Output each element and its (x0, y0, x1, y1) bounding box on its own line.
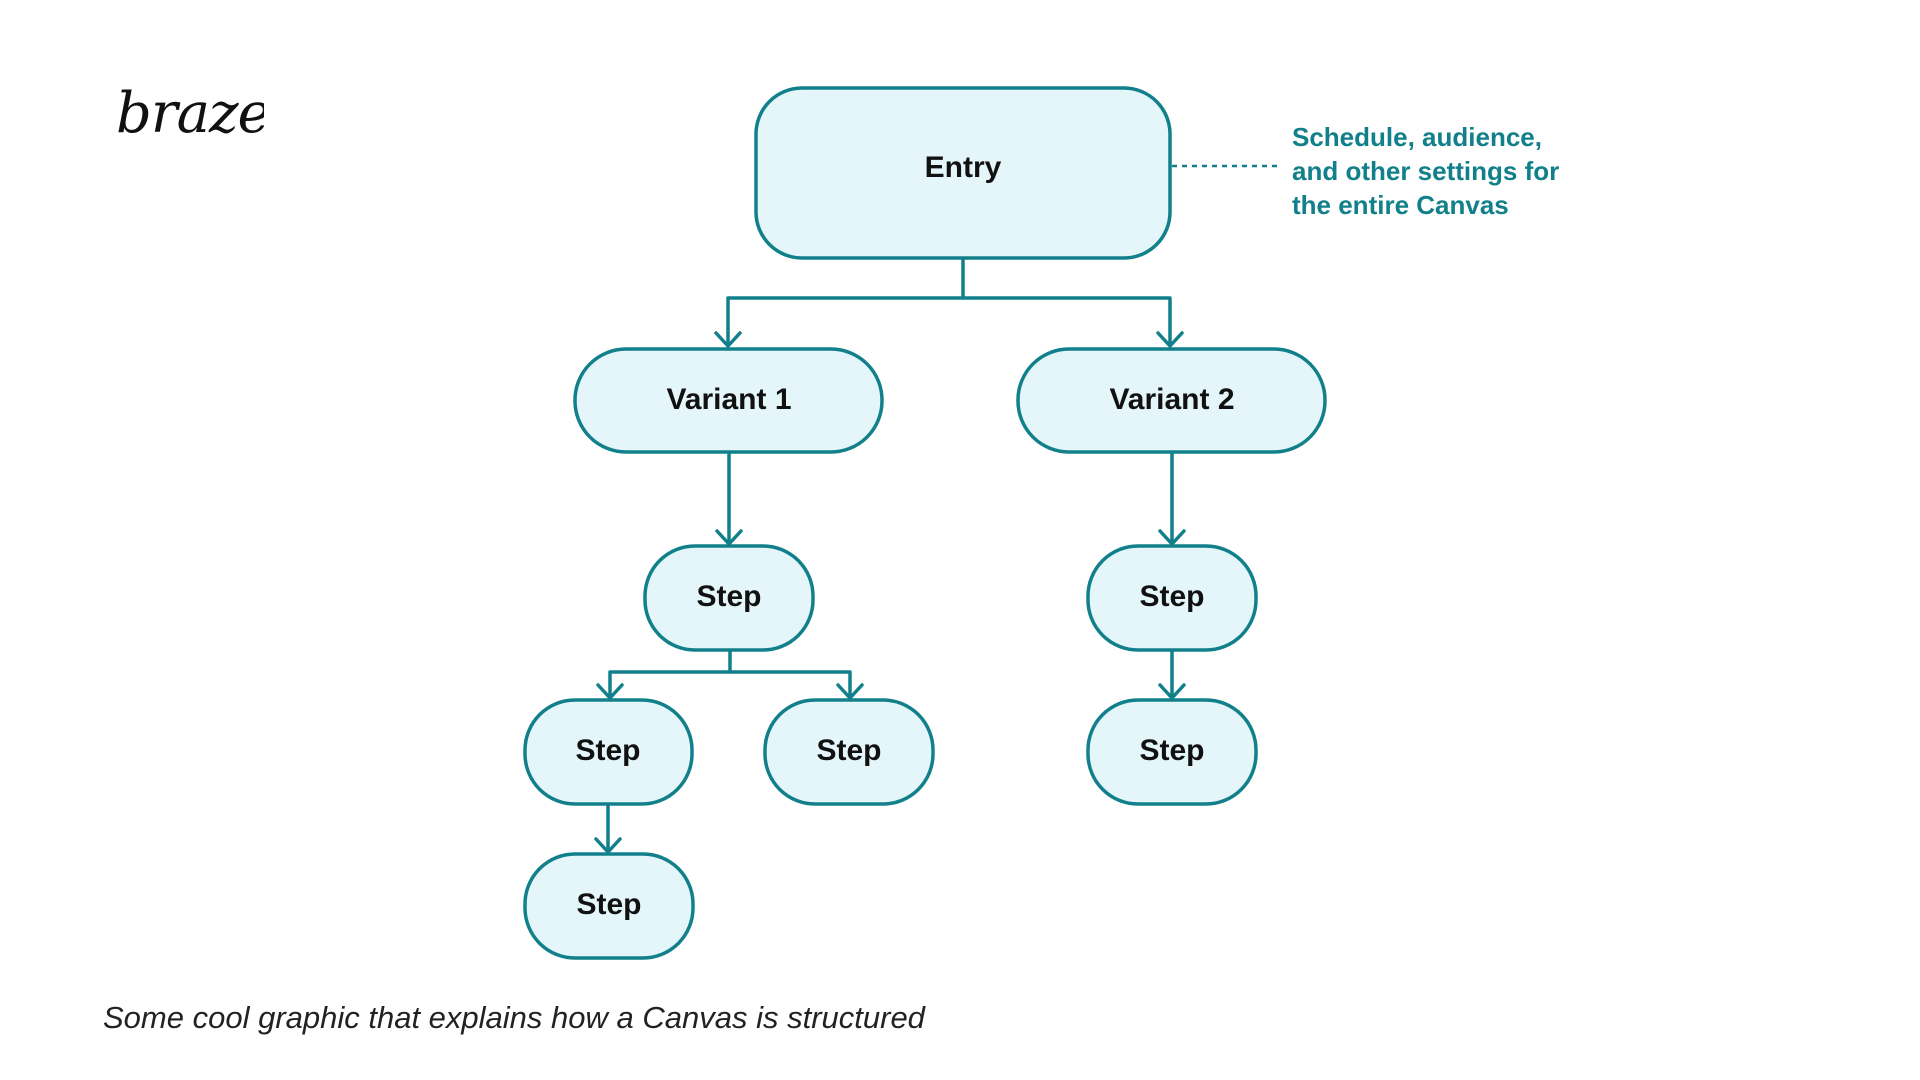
node-step-d-label: Step (576, 888, 641, 921)
braze-logo-text: braze (116, 81, 264, 146)
annotation-line-3: the entire Canvas (1292, 190, 1509, 220)
node-step-b-label: Step (575, 734, 640, 767)
node-step-f-label: Step (1139, 734, 1204, 767)
arrow-to-step-e (1158, 529, 1186, 546)
node-step-d: Step (523, 852, 695, 960)
node-entry: Entry (754, 86, 1172, 260)
node-entry-label: Entry (925, 151, 1002, 184)
node-variant-2-label: Variant 2 (1109, 383, 1234, 416)
braze-logo: braze (116, 81, 264, 146)
node-step-e-label: Step (1139, 580, 1204, 613)
caption: Some cool graphic that explains how a Ca… (103, 1000, 925, 1035)
arrow-to-step-c (836, 683, 864, 700)
node-variant-2: Variant 2 (1016, 347, 1327, 454)
arrow-to-step-d (594, 837, 622, 854)
arrow-to-step-f (1158, 683, 1186, 700)
arrow-to-variant-2 (1156, 331, 1184, 348)
connector-entry-branch (726, 296, 1172, 347)
node-step-c-label: Step (816, 734, 881, 767)
annotation-line-1: Schedule, audience, (1292, 122, 1542, 152)
node-step-a-label: Step (696, 580, 761, 613)
node-step-f: Step (1086, 698, 1258, 806)
node-step-a: Step (643, 544, 815, 652)
node-step-e: Step (1086, 544, 1258, 652)
arrow-to-step-a (715, 529, 743, 546)
arrow-to-variant-1 (714, 331, 742, 348)
connector-step-a-branch (608, 670, 852, 699)
connectors (594, 164, 1278, 854)
arrow-to-step-b (596, 683, 624, 700)
node-step-b: Step (523, 698, 694, 806)
annotation-line-2: and other settings for (1292, 156, 1560, 186)
node-step-c: Step (763, 698, 935, 806)
entry-annotation: Schedule, audience, and other settings f… (1292, 120, 1622, 222)
node-variant-1: Variant 1 (573, 347, 884, 454)
node-variant-1-label: Variant 1 (666, 383, 791, 416)
